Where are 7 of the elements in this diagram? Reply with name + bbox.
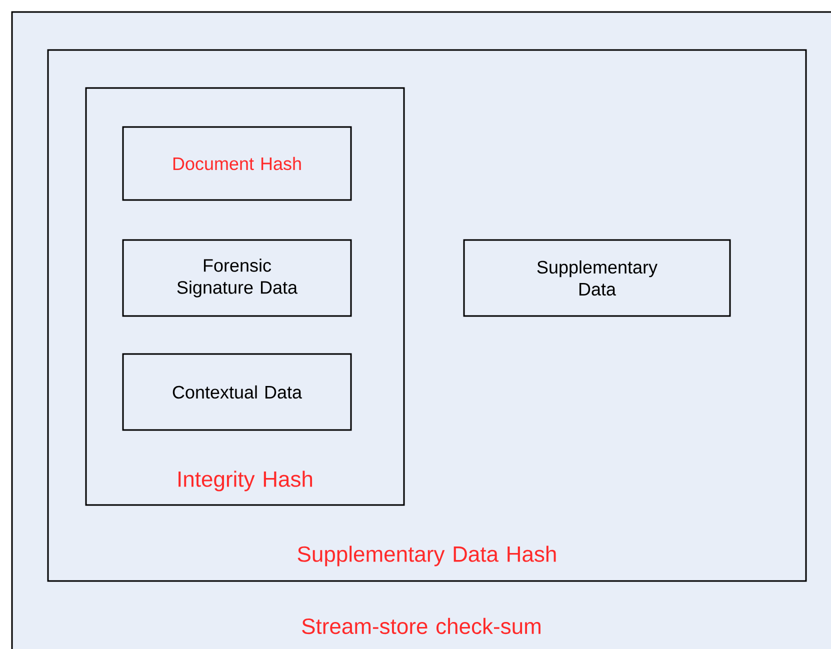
data-box: Document Hash — [122, 126, 352, 201]
box-heading: Stream-store check-sum — [302, 618, 540, 634]
box-heading: Supplementary Data Hash — [298, 546, 556, 566]
data-box: Supplementary Data — [463, 239, 731, 317]
data-box: Forensic Signature Data — [122, 239, 352, 317]
data-box: Contextual Data — [122, 353, 352, 431]
box-heading: Integrity Hash — [178, 470, 312, 492]
